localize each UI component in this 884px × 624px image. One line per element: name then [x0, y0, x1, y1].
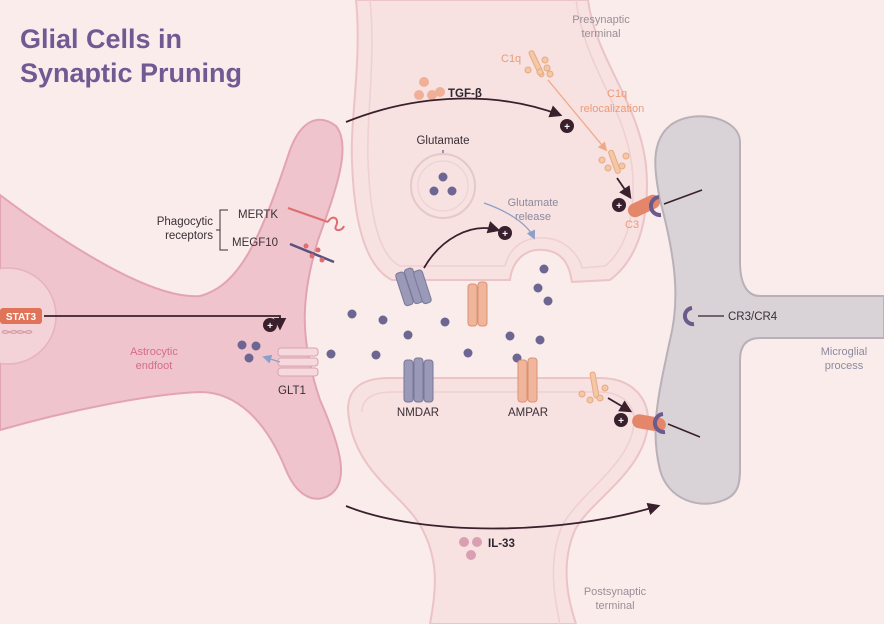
- cr3-receptor-lower: [653, 412, 666, 435]
- glt1-uptake-arrow: [262, 354, 281, 364]
- c1q-icon: [524, 50, 554, 78]
- plus-circle-icon: +: [498, 226, 512, 240]
- cr3-cr4-label: CR3/CR4: [728, 311, 778, 323]
- nmdar-icon: [403, 357, 434, 403]
- il33-label: IL-33: [488, 538, 515, 550]
- microglial-label-2: process: [825, 360, 864, 372]
- il33-arrow: [345, 502, 661, 530]
- plus-circle-icon: +: [614, 413, 628, 427]
- mertk-label: MERTK: [238, 209, 278, 221]
- vesicle-icon: [410, 153, 476, 219]
- cr3-receptor: [649, 195, 662, 218]
- plus-circle-icon: +: [612, 198, 626, 212]
- astrocytic-label-1: Astrocytic: [130, 346, 178, 358]
- phagocytic-label-2: receptors: [165, 230, 213, 242]
- glt1-transporter-icon: [277, 347, 319, 377]
- glutamate-molecules: [326, 264, 553, 363]
- presynaptic-nmdar-icon: [395, 267, 432, 307]
- presynaptic-label-1: Presynaptic: [572, 14, 630, 26]
- glt1-label: GLT1: [278, 385, 306, 397]
- postsynaptic-label-1: Postsynaptic: [584, 586, 647, 598]
- glutamate-release-label-1: Glutamate: [508, 197, 559, 209]
- ampar-icon: [517, 357, 538, 403]
- presynaptic-ampar-icon: [467, 281, 488, 327]
- tgf-beta-label: TGF-β: [448, 88, 482, 100]
- c1q-to-c3-arrow: [616, 177, 632, 200]
- microglial-process: [654, 115, 884, 505]
- postsynaptic-terminal: [346, 377, 650, 624]
- c1q-icon: [598, 149, 630, 174]
- title-line-1: Glial Cells in: [20, 24, 182, 54]
- nmdar-label: NMDAR: [397, 407, 439, 419]
- cr3-cr4-icon: [682, 306, 695, 327]
- svg-text:+: +: [267, 321, 273, 332]
- c1q-relocalization-arrow: [547, 79, 608, 152]
- il33-molecules: [459, 537, 482, 560]
- astrocytic-label-2: endfoot: [136, 360, 173, 372]
- c1q-relocalization-label-2: relocalization: [580, 103, 644, 115]
- presynaptic-label-2: terminal: [581, 28, 620, 40]
- stat3-arrow: [44, 315, 287, 331]
- glutamate-release-arrow: [483, 202, 536, 240]
- dna-icon: [1, 329, 33, 335]
- release-arrow: [423, 221, 501, 269]
- tgf-beta-arrow: [345, 97, 563, 123]
- presynaptic-terminal: [350, 0, 648, 284]
- megf10-receptor-icon: [289, 242, 335, 264]
- phagocytic-label-1: Phagocytic: [157, 216, 214, 228]
- megf10-label: MEGF10: [232, 237, 278, 249]
- c1q-to-c3-arrow-lower: [607, 397, 633, 413]
- title-line-2: Synaptic Pruning: [20, 58, 242, 88]
- plus-circle-icon: +: [263, 318, 277, 332]
- microglial-label-1: Microglial: [821, 346, 867, 358]
- c1q-relocalization-label-1: C1q: [607, 88, 627, 100]
- plus-circle-icon: +: [560, 119, 574, 133]
- ampar-label: AMPAR: [508, 407, 548, 419]
- svg-text:+: +: [618, 416, 624, 427]
- glutamate-label: Glutamate: [416, 135, 469, 147]
- astrocytic-endfoot: [0, 118, 344, 500]
- glutamate-release-label-2: release: [515, 211, 551, 223]
- c1q-icon: [578, 371, 609, 404]
- tgf-beta-molecules: [414, 77, 445, 100]
- c3-label: C3: [625, 219, 639, 231]
- svg-text:+: +: [616, 201, 622, 212]
- mertk-receptor-icon: [287, 206, 345, 232]
- svg-text:+: +: [502, 229, 508, 240]
- c1q-label: C1q: [501, 53, 521, 65]
- svg-text:+: +: [564, 122, 570, 133]
- svg-text:STAT3: STAT3: [6, 312, 37, 323]
- stat3-badge: STAT3: [0, 308, 42, 324]
- glutamate-uptake-molecules: [237, 340, 261, 363]
- postsynaptic-label-2: terminal: [595, 600, 634, 612]
